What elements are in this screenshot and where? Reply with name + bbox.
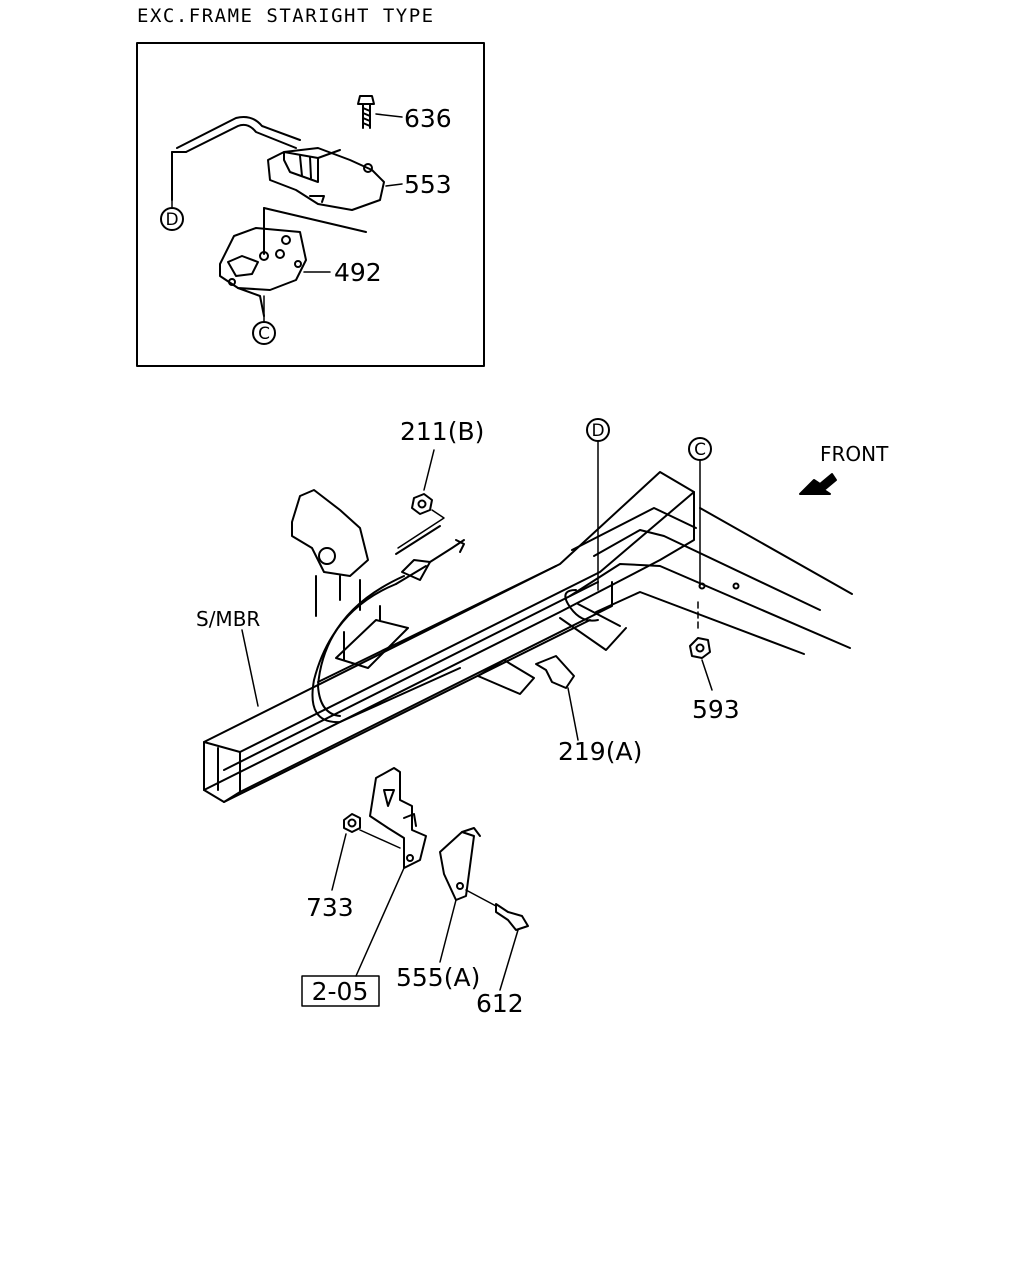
inset-c-letter: C [258,324,270,344]
clip-219a-part [477,655,575,695]
inset-frame [136,42,485,367]
inset-d-marker [160,199,184,231]
label-211b: 211(B) [400,417,484,446]
front-label: FRONT [820,442,889,466]
smbr-label: S/MBR [196,607,260,631]
bracket-555a-part [439,827,481,901]
side-member-rail [203,471,697,803]
inset-caption: EXC.FRAME STARIGHT TYPE [137,5,435,27]
leader-219a [567,687,579,741]
inset-c-marker [252,295,276,345]
bolt-612-part [465,889,529,991]
main-d-letter: D [591,421,604,441]
main-c-marker [688,437,712,587]
inset-cable [171,116,301,201]
label-593: 593 [692,695,740,724]
nut-733-part [331,813,401,891]
main-c-letter: C [694,440,706,460]
label-555a: 555(A) [396,963,480,992]
label-553: 553 [404,170,452,199]
parking-brake-cable [311,525,465,724]
reference-2-05-box[interactable]: 2-05 [301,975,380,1007]
label-636: 636 [404,104,452,133]
label-492: 492 [334,258,382,287]
label-733: 733 [306,893,354,922]
mount-guide-lines [263,207,367,255]
bracket-553-part [267,147,403,211]
nut-211b-part [397,449,445,549]
leader-2-05 [355,867,405,977]
nut-593-part [689,601,713,691]
bolt-636-part [357,95,403,129]
smbr-leader [241,629,259,707]
cross-member [559,507,853,655]
body-mount-bracket [291,489,409,669]
leader-555a [439,899,457,963]
front-arrow-icon [799,473,837,495]
main-d-marker [586,418,610,591]
bracket-2-05-part [369,767,427,869]
reference-2-05-label[interactable]: 2-05 [312,977,369,1006]
label-219a: 219(A) [558,737,642,766]
label-612: 612 [476,989,524,1018]
plate-492-part [219,227,331,317]
inset-d-letter: D [165,210,178,230]
